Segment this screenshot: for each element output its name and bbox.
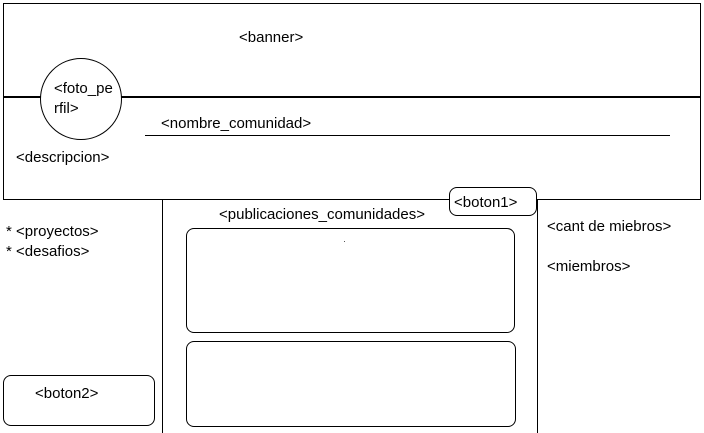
right-column-divider bbox=[537, 200, 538, 433]
profile-photo-label: <foto_perfil> bbox=[54, 80, 113, 117]
member-count: <cant de miebros> bbox=[547, 218, 672, 235]
community-description: <descripcion> bbox=[16, 149, 110, 166]
left-column-divider bbox=[162, 200, 163, 433]
list-item-proyectos[interactable]: * <proyectos> bbox=[6, 223, 99, 240]
post-card[interactable] bbox=[186, 341, 516, 427]
members-list[interactable]: <miembros> bbox=[547, 258, 631, 275]
stray-dot bbox=[344, 241, 345, 242]
community-name: <nombre_comunidad> bbox=[161, 115, 312, 132]
list-item-desafios[interactable]: * <desafios> bbox=[6, 243, 90, 260]
boton1-button[interactable]: <boton1> bbox=[449, 187, 537, 216]
boton2-button[interactable]: <boton2> bbox=[3, 375, 155, 426]
profile-photo[interactable]: <foto_perfil> bbox=[40, 58, 122, 140]
community-name-underline bbox=[145, 135, 670, 136]
banner-placeholder: <banner> bbox=[239, 29, 304, 46]
boton2-label: <boton2> bbox=[35, 385, 99, 402]
post-card[interactable] bbox=[186, 228, 515, 333]
banner-divider bbox=[3, 96, 701, 98]
boton1-label: <boton1> bbox=[454, 194, 518, 211]
header-frame bbox=[3, 3, 701, 200]
posts-title: <publicaciones_comunidades> bbox=[219, 206, 425, 223]
